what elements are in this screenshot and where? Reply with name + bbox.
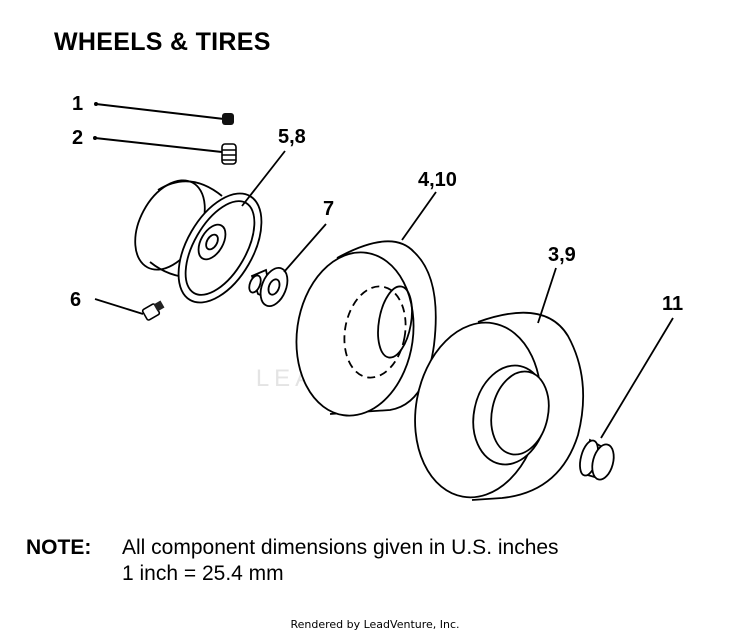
- callout-7: 7: [323, 198, 334, 220]
- callout-6: 6: [70, 289, 81, 311]
- grease-fitting-part: [94, 298, 165, 321]
- leader-4-10: [401, 191, 437, 241]
- callout-2: 2: [72, 127, 83, 149]
- page-title: WHEELS & TIRES: [54, 28, 271, 56]
- note-keyword: NOTE:: [26, 536, 92, 559]
- note-text-1: All component dimensions given in U.S. i…: [122, 536, 559, 559]
- bushing-part: [248, 267, 289, 307]
- valve-stem-part: [93, 136, 237, 165]
- note-block: NOTE: All component dimensions given in U…: [26, 535, 559, 587]
- callout-1: 1: [72, 93, 83, 115]
- leader-11: [600, 317, 674, 439]
- callout-11: 11: [662, 293, 683, 315]
- leader-3-9: [537, 267, 557, 324]
- leader-7: [283, 223, 327, 273]
- note-text-2: 1 inch = 25.4 mm: [122, 562, 284, 585]
- leader-5-8: [241, 150, 286, 207]
- rim-part: [134, 179, 263, 304]
- tire-front-part: [295, 240, 437, 417]
- spacer-part: [579, 438, 615, 481]
- callout-4-10: 4,10: [418, 169, 457, 191]
- tire-rear-part: [414, 311, 585, 501]
- note-line-1: NOTE: All component dimensions given in U…: [26, 535, 559, 561]
- footer-credit: Rendered by LeadVenture, Inc.: [290, 618, 460, 631]
- valve-cap-part: [94, 102, 234, 125]
- callout-3-9: 3,9: [548, 244, 576, 266]
- callout-5-8: 5,8: [278, 126, 306, 148]
